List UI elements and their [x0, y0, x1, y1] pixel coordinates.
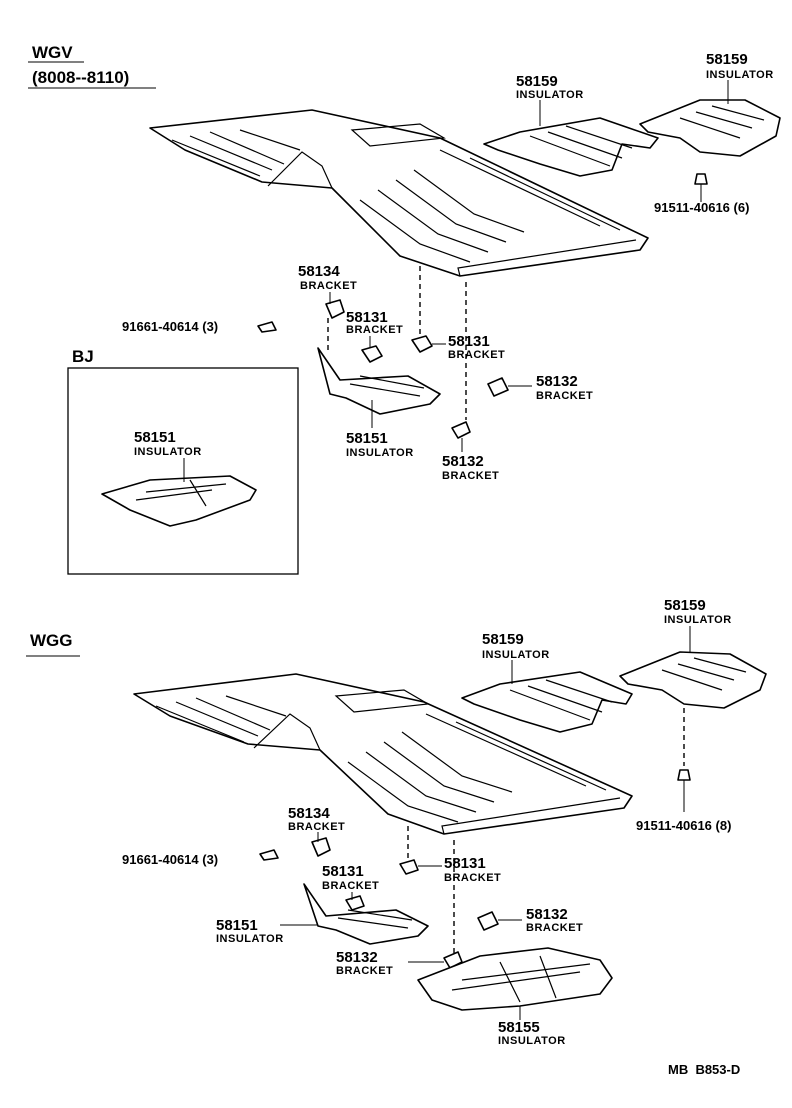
- callout-number: 58151: [346, 430, 388, 447]
- bracket-58132-right-wgv: [487, 377, 509, 397]
- bracket-58132-lower-wgv: [451, 421, 471, 439]
- inset-title: BJ: [72, 347, 94, 366]
- callout-name: BRACKET: [444, 872, 501, 884]
- wgv-range: (8008--8110): [32, 68, 129, 87]
- callout-number: 58155: [498, 1019, 540, 1036]
- callout-number: 58151: [216, 917, 258, 934]
- callout-number: 58131: [448, 333, 490, 350]
- insulator-58151-wgg: [303, 883, 429, 945]
- bracket-58131-right-wgv: [411, 335, 433, 353]
- callout-name: INSULATOR: [516, 89, 584, 101]
- insulator-58159-right-wgg: [619, 651, 767, 709]
- insulator-58159-right-wgv: [639, 99, 781, 157]
- callout-number: 58132: [526, 906, 568, 923]
- floor-pan-wgv: [149, 109, 649, 277]
- callout-name: BRACKET: [526, 922, 583, 934]
- callout-name: INSULATOR: [498, 1035, 566, 1047]
- callout-number: 58132: [536, 373, 578, 390]
- callout-name: BRACKET: [448, 349, 505, 361]
- clip-icon: [257, 321, 277, 333]
- callout-name: BRACKET: [346, 324, 403, 336]
- floor-pan-wgg: [133, 673, 633, 835]
- callout-number: 58134: [288, 805, 330, 822]
- callout-name: BRACKET: [288, 821, 345, 833]
- insulator-58151-wgv: [317, 347, 441, 415]
- bracket-58131-right-wgg: [399, 859, 419, 875]
- callout-number: 58159: [706, 51, 748, 68]
- bolt-icon: [694, 173, 708, 194]
- section-wgg: WGG: [26, 597, 767, 1047]
- callout-number: 58131: [346, 309, 388, 326]
- callout-number: 58132: [442, 453, 484, 470]
- callout-number: 58131: [322, 863, 364, 880]
- bracket-58134-wgg: [311, 837, 331, 857]
- callout-name: INSULATOR: [706, 69, 774, 81]
- section-wgv: WGV (8008--8110): [28, 43, 781, 575]
- wgv-title: WGV: [32, 43, 73, 62]
- callout-name: INSULATOR: [482, 649, 550, 661]
- insulator-58155-wgg: [417, 947, 613, 1011]
- wgg-title: WGG: [30, 631, 73, 650]
- insulator-58151-bj: [101, 475, 257, 527]
- clip-icon: [259, 849, 279, 861]
- diagram-code: MB B853-D: [668, 1062, 740, 1077]
- callout-name: BRACKET: [336, 965, 393, 977]
- inset-bj: BJ 58151 INSULATOR: [67, 347, 299, 575]
- insulator-58159-left-wgg: [461, 671, 633, 733]
- callout-name: BRACKET: [322, 880, 379, 892]
- insulator-58159-left-wgv: [483, 117, 659, 177]
- callout-name: INSULATOR: [216, 933, 284, 945]
- bracket-58131-left-wgg: [345, 895, 365, 911]
- fastener-code: 91511-40616 (8): [636, 818, 731, 833]
- callout-name: INSULATOR: [346, 447, 414, 459]
- bolt-icon: [677, 769, 691, 812]
- callout-name: BRACKET: [442, 470, 499, 482]
- bracket-58132-right-wgg: [477, 911, 499, 931]
- callout-name: INSULATOR: [664, 614, 732, 626]
- callout-number: 58159: [516, 73, 558, 90]
- fastener-code: 91661-40614 (3): [122, 319, 218, 334]
- callout-name: BRACKET: [536, 390, 593, 402]
- callout-number: 58134: [298, 263, 340, 280]
- callout-number: 58132: [336, 949, 378, 966]
- callout-number: 58159: [664, 597, 706, 614]
- bracket-58131-left-wgv: [361, 345, 383, 363]
- callout-number: 58151: [134, 429, 176, 446]
- bracket-58134-wgv: [325, 299, 345, 319]
- callout-number: 58159: [482, 631, 524, 648]
- fastener-code: 91511-40616 (6): [654, 200, 749, 215]
- callout-number: 58131: [444, 855, 486, 872]
- callout-name: INSULATOR: [134, 446, 202, 458]
- callout-name: BRACKET: [300, 280, 357, 292]
- fastener-code: 91661-40614 (3): [122, 852, 218, 867]
